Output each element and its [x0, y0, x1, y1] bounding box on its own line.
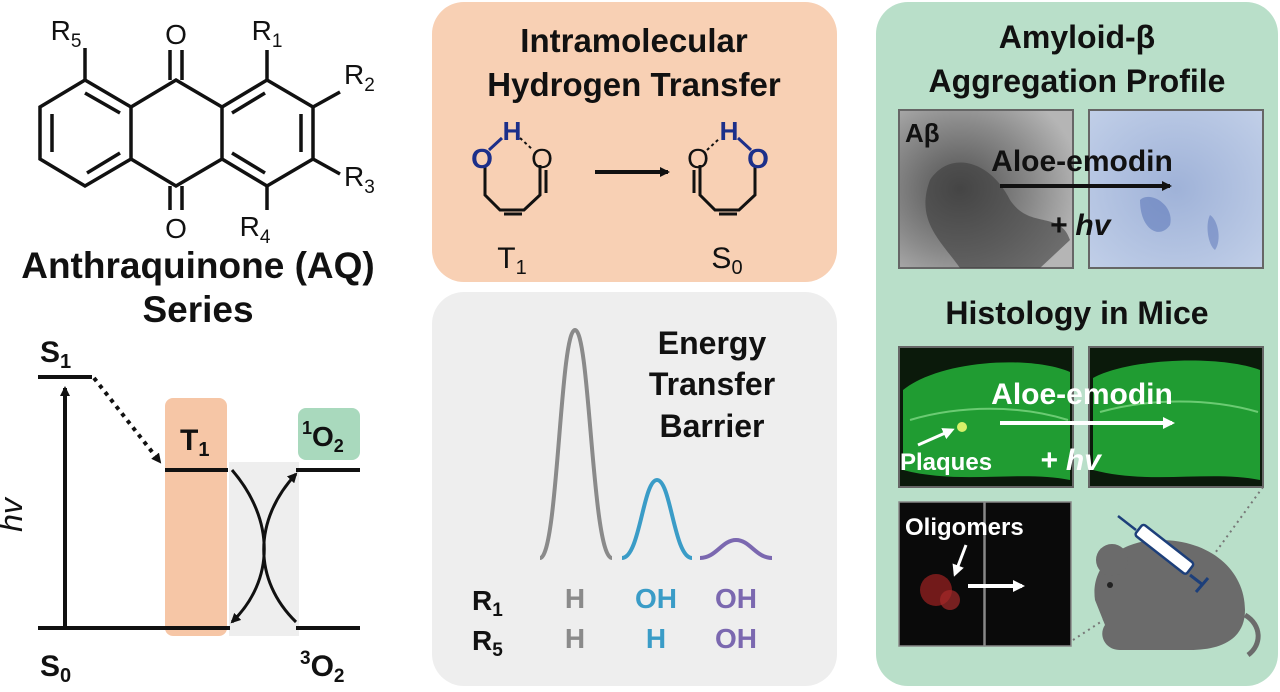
histology-title: Histology in Mice — [945, 295, 1208, 331]
histology-images: Aloe-emodin Plaques + hv — [898, 346, 1264, 488]
tem-images: Aβ Aloe-emodin + hv — [898, 109, 1264, 269]
hv-label: hv — [0, 496, 29, 532]
molecule-t1: O O H — [471, 116, 553, 216]
plus-hv-1: + hv — [1050, 209, 1113, 242]
substituent-r1: R1 — [252, 15, 283, 52]
aq-title-line2: Series — [142, 289, 253, 330]
iht-title-line2: Hydrogen Transfer — [487, 66, 781, 103]
aq-structure — [38, 48, 341, 210]
substituent-r3: R3 — [344, 161, 375, 198]
col1-r1: H — [565, 583, 585, 614]
barrier-panel: Energy Transfer Barrier R1 R5 H H OH H O… — [432, 292, 837, 686]
oligomer-before-image — [898, 501, 985, 647]
t1-highlight — [165, 398, 227, 636]
amyloid-title-line1: Amyloid-β — [999, 19, 1155, 55]
col3-r5: OH — [715, 623, 757, 654]
t1-hydrogen: H — [503, 116, 522, 146]
s0-oxygen-donor: O — [747, 143, 769, 174]
isc-arrow — [92, 376, 162, 464]
singlet-oxygen-label: 1O2 — [302, 418, 344, 456]
compound-label-1: Aloe-emodin — [991, 145, 1173, 178]
abeta-label: Aβ — [905, 118, 940, 148]
compound-label-2: Aloe-emodin — [991, 378, 1173, 411]
aq-structure-labels: O O R5 R1 R2 R3 R4 Anthraquinone (AQ) Se… — [21, 15, 375, 330]
s1-label: S1 — [40, 336, 71, 373]
iht-panel: Intramolecular Hydrogen Transfer O O H O… — [432, 2, 837, 282]
col2-r5: H — [646, 623, 666, 654]
oxygen-bottom: O — [165, 213, 187, 244]
col3-r1: OH — [715, 583, 757, 614]
oligomer-images: Oligomers — [898, 501, 1072, 647]
row-r1-label: R1 — [472, 585, 503, 621]
t1-label: T1 — [180, 424, 209, 461]
barrier-title-line2: Transfer — [649, 366, 775, 402]
plaques-label: Plaques — [900, 449, 992, 476]
triplet-oxygen-label: 3O2 — [300, 648, 345, 687]
col1-r5: H — [565, 623, 585, 654]
amyloid-panel: Amyloid-β Aggregation Profile Aβ Aloe-em… — [876, 2, 1278, 686]
barrier-title-line1: Energy — [658, 325, 767, 361]
barrier-curve-oh-h — [621, 477, 693, 560]
singlet-oxygen-highlight — [298, 408, 360, 460]
oxygen-top: O — [165, 19, 187, 50]
t1-oxygen-acceptor: O — [531, 143, 553, 174]
oligomers-label: Oligomers — [905, 514, 1024, 541]
s0-hydrogen: H — [720, 116, 739, 146]
tem-after-image — [1088, 109, 1264, 269]
t1-oxygen-donor: O — [471, 143, 493, 174]
col2-r1: OH — [635, 583, 677, 614]
substituent-r4: R4 — [240, 211, 271, 248]
mouse-icon — [1094, 540, 1261, 658]
syringe-icon — [1117, 515, 1210, 593]
molecule-s0: O O H — [687, 116, 769, 216]
plus-hv-2: + hv — [1040, 444, 1103, 477]
barrier-curve-h-h — [538, 327, 614, 560]
state-t1-label: T1 — [497, 242, 526, 279]
aq-title-line1: Anthraquinone (AQ) — [21, 245, 375, 286]
oligomer-after-image — [984, 501, 1072, 647]
substituent-r2: R2 — [344, 59, 375, 96]
barrier-title-line3: Barrier — [660, 408, 765, 444]
substituent-r5: R5 — [51, 15, 82, 52]
energy-transfer-arrow-up — [262, 472, 298, 624]
jablonski-diagram: S1 S0 hv T1 1O2 3O2 — [0, 336, 360, 687]
s0-oxygen-acceptor: O — [687, 143, 709, 174]
amyloid-title-line2: Aggregation Profile — [929, 63, 1226, 99]
iht-title-line1: Intramolecular — [520, 22, 748, 59]
row-r5-label: R5 — [472, 625, 503, 661]
s0-label: S0 — [40, 650, 71, 687]
barrier-curve-oh-oh — [699, 537, 773, 560]
state-s0-label: S0 — [711, 242, 742, 279]
plaque-marker — [957, 422, 967, 432]
